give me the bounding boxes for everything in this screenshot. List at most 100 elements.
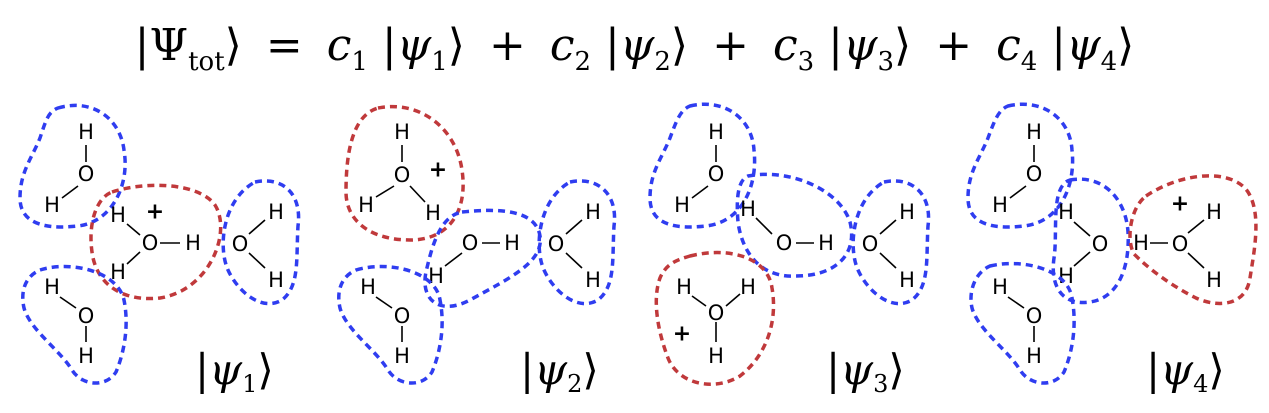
water-center: H O H bbox=[740, 197, 834, 255]
state-4-sub: 4 bbox=[1100, 46, 1118, 77]
atom-o: O bbox=[232, 232, 249, 256]
coef-1-sub: 1 bbox=[351, 46, 368, 77]
water-upper-left: H O H bbox=[674, 120, 724, 217]
coef-2: c bbox=[549, 20, 575, 71]
atom-h: H bbox=[992, 275, 1008, 299]
plus-sign-1: + bbox=[488, 20, 526, 71]
atom-o: O bbox=[1026, 162, 1043, 186]
state-2-sub: 2 bbox=[654, 46, 671, 77]
atom-h: H bbox=[674, 193, 690, 217]
coef-1: c bbox=[326, 20, 352, 71]
atom-h: H bbox=[504, 231, 520, 255]
water-lower: H O H bbox=[44, 275, 94, 368]
panel-3: H O H H O H O H H H O H H bbox=[648, 102, 931, 398]
ket-symbol: ψ bbox=[840, 345, 874, 394]
atom-h: H bbox=[1026, 120, 1042, 144]
blob-hydronium bbox=[1128, 174, 1258, 306]
water-right: O H H bbox=[862, 200, 915, 292]
hydronium-upper-left: H O H H + bbox=[358, 120, 447, 225]
atom-h: H bbox=[268, 268, 284, 292]
atom-h: H bbox=[676, 275, 692, 299]
water-upper-left: H O H bbox=[992, 120, 1042, 217]
water-lower: H O H bbox=[360, 275, 410, 368]
atom-o: O bbox=[708, 162, 725, 186]
water-center: H O H bbox=[1058, 200, 1108, 288]
atom-o: O bbox=[78, 304, 95, 328]
atom-h: H bbox=[708, 344, 724, 368]
atom-h: H bbox=[110, 260, 126, 284]
lhs-subscript: tot bbox=[188, 46, 225, 77]
blob-water-right bbox=[537, 179, 617, 306]
coef-4: c bbox=[996, 20, 1021, 71]
ket-subscript: 3 bbox=[873, 370, 888, 398]
ket-label-4: |ψ4⟩ bbox=[1146, 345, 1225, 398]
blob-water-center bbox=[735, 172, 854, 278]
atom-h: H bbox=[585, 268, 601, 292]
atom-h: H bbox=[394, 120, 410, 144]
state-3-sub: 3 bbox=[877, 46, 895, 77]
blob-water-upper-left bbox=[18, 103, 127, 229]
panel-2: H O H H + O H H O H H H O H bbox=[337, 104, 617, 398]
atom-h: H bbox=[78, 344, 94, 368]
atom-h: H bbox=[110, 203, 126, 227]
water-center: O H H bbox=[428, 231, 520, 288]
atom-h: H bbox=[1206, 200, 1222, 224]
blob-water-right bbox=[221, 179, 301, 306]
atom-h: H bbox=[78, 120, 94, 144]
ket-label-2: |ψ2⟩ bbox=[520, 345, 599, 398]
blob-water-upper-left bbox=[966, 102, 1075, 229]
atom-h: H bbox=[1058, 264, 1074, 288]
atom-h: H bbox=[1133, 231, 1149, 255]
coef-3: c bbox=[772, 20, 798, 71]
atom-h: H bbox=[992, 193, 1008, 217]
atom-o: O bbox=[78, 162, 95, 186]
atom-h: H bbox=[708, 120, 724, 144]
charge-plus: + bbox=[1171, 192, 1189, 217]
hydronium-right: H O H H + bbox=[1133, 192, 1222, 293]
coef-3-sub: 3 bbox=[797, 46, 815, 77]
atom-o: O bbox=[394, 163, 411, 187]
charge-plus: + bbox=[673, 322, 691, 347]
atom-h: H bbox=[740, 197, 756, 221]
charge-plus: + bbox=[429, 158, 447, 183]
panel-4: H O H H O H H O H H + H O bbox=[966, 102, 1258, 398]
atom-o: O bbox=[1026, 304, 1043, 328]
water-upper-left: H O H bbox=[44, 120, 94, 217]
atom-h: H bbox=[1026, 344, 1042, 368]
hydronium-lower-left: H O H H + bbox=[673, 275, 756, 368]
blob-water-upper-left bbox=[648, 102, 757, 229]
atom-h: H bbox=[1058, 200, 1074, 224]
blob-water-lower bbox=[21, 264, 128, 385]
blob-hydronium bbox=[654, 250, 776, 386]
atom-h: H bbox=[1206, 268, 1222, 292]
atom-o: O bbox=[862, 232, 879, 256]
term-4: c4 |ψ4⟩ bbox=[996, 20, 1135, 77]
state-1: ψ bbox=[396, 20, 432, 71]
equals-sign: = bbox=[265, 20, 303, 71]
lhs-ket: |Ψtot⟩ bbox=[134, 20, 242, 77]
atom-o: O bbox=[1172, 232, 1189, 256]
atom-o: O bbox=[776, 231, 793, 255]
atom-o: O bbox=[394, 304, 411, 328]
ket-symbol: ψ bbox=[1160, 345, 1194, 394]
term-3: c3 |ψ3⟩ bbox=[772, 20, 912, 77]
term-2: c2 |ψ2⟩ bbox=[549, 20, 689, 77]
blob-water-lower bbox=[969, 261, 1076, 385]
atom-o: O bbox=[1092, 232, 1109, 256]
atom-h: H bbox=[358, 193, 374, 217]
water-right: O H H bbox=[548, 200, 601, 292]
atom-h: H bbox=[360, 275, 376, 299]
state-2: ψ bbox=[619, 20, 655, 71]
ket-symbol: ψ bbox=[209, 345, 243, 394]
atom-o: O bbox=[708, 301, 725, 325]
coef-4-sub: 4 bbox=[1020, 46, 1038, 77]
ket-subscript: 1 bbox=[242, 370, 257, 398]
atom-o: O bbox=[142, 231, 159, 255]
blob-water-lower bbox=[337, 264, 444, 385]
coef-2-sub: 2 bbox=[574, 46, 592, 77]
blob-water-right bbox=[851, 179, 931, 306]
ket-label-3: |ψ3⟩ bbox=[826, 345, 905, 398]
hydronium-center: H O H H + bbox=[110, 200, 201, 285]
water-right: O H H bbox=[232, 200, 284, 292]
state-4: ψ bbox=[1066, 20, 1101, 71]
